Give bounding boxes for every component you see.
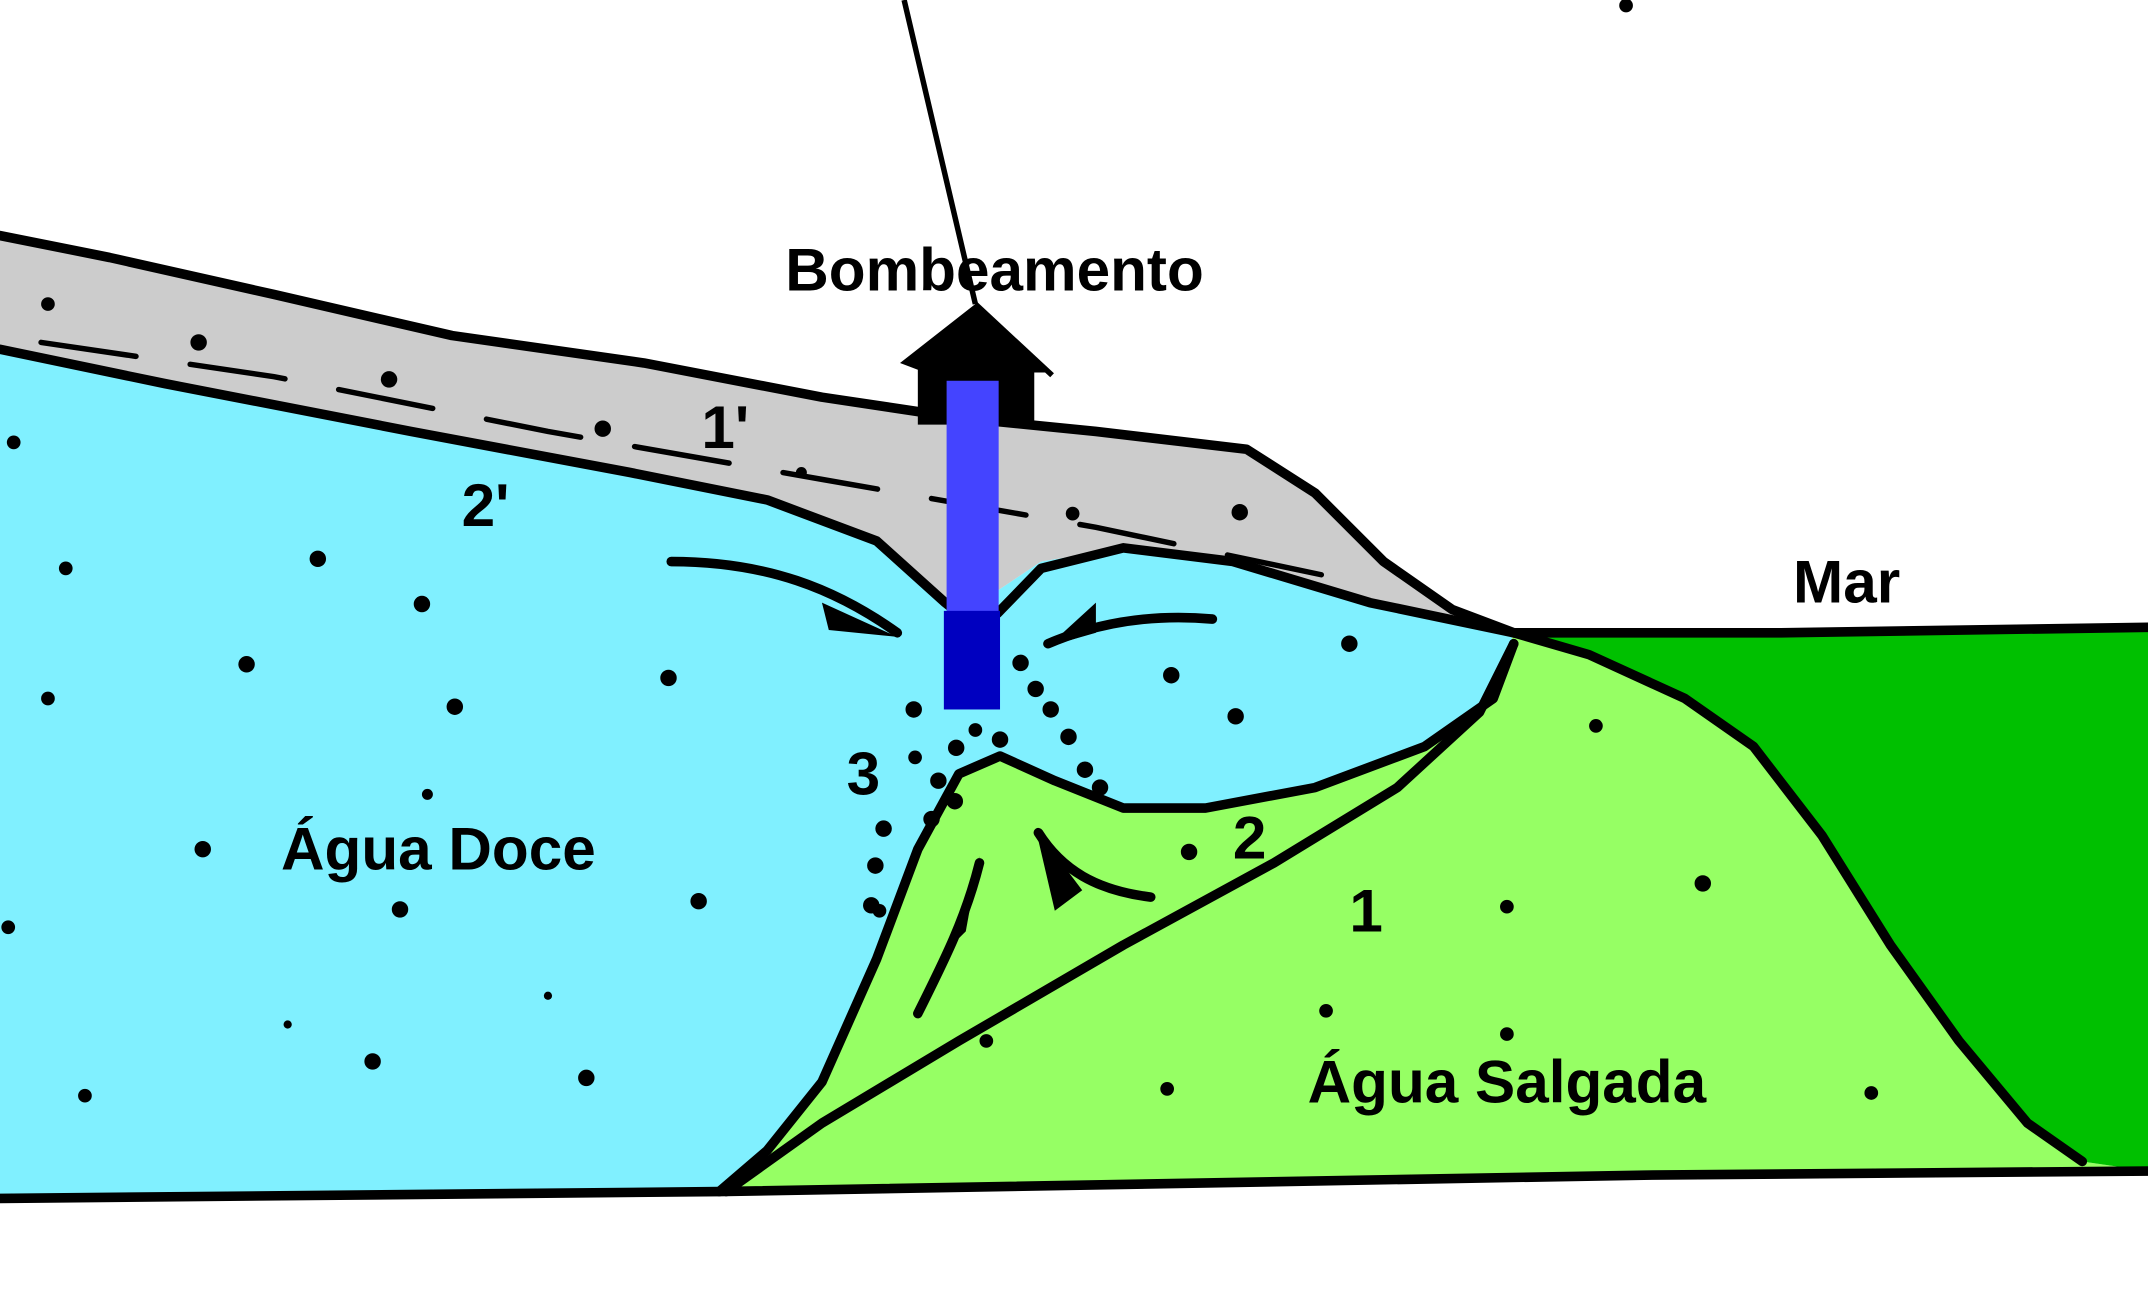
mixing-zone-dots — [863, 654, 1109, 918]
lowered-water-table-2prime — [0, 344, 971, 624]
fresh-water-region — [0, 349, 1514, 1195]
marker-2-prime: 2' — [462, 471, 510, 539]
salt-water-region — [719, 632, 2148, 1192]
salt-water-label: Água Salgada — [1308, 1048, 1707, 1116]
original-interface-1 — [721, 638, 1519, 1197]
pump-house-icon — [900, 0, 1054, 425]
marker-1: 1 — [1349, 876, 1383, 944]
sea-surface-line — [1508, 622, 2148, 638]
sea-floor-slope — [1508, 627, 2088, 1167]
sediment-dots — [1, 0, 1879, 1103]
original-water-table-1prime — [38, 339, 1359, 585]
well-casing-upper — [946, 380, 999, 614]
fresh-water-label: Água Doce — [281, 815, 596, 883]
flow-arrowhead-upcone-right — [1035, 828, 1083, 911]
marker-2: 2 — [1233, 804, 1267, 872]
raised-interface-2 — [714, 638, 1519, 1197]
marker-3: 3 — [847, 739, 881, 807]
flow-arrow-left — [666, 556, 903, 638]
sea-label: Mar — [1793, 548, 1900, 616]
well-screen-lower — [943, 610, 1001, 710]
marker-1-prime: 1' — [701, 393, 749, 461]
cone-right-side — [992, 543, 1519, 638]
aquifer-base-line — [0, 1166, 2148, 1204]
flow-arrowhead-upcone-left — [952, 856, 980, 946]
sea-region — [1513, 627, 2148, 1172]
pumping-label: Bombeamento — [785, 235, 1204, 303]
